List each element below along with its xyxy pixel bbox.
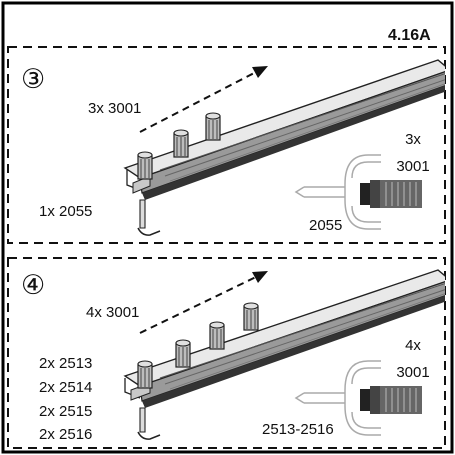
step-3-direction-arrow: [139, 66, 268, 133]
step-4-detail-qty: 4x: [405, 337, 421, 354]
step-3-detail-qty: 3x: [405, 131, 421, 148]
step-4-direction-arrow: [139, 271, 268, 334]
step-4-detail-part: 2513-2516: [262, 421, 334, 438]
step-3-number: ③: [21, 64, 46, 95]
step-3-knob-1: [137, 151, 153, 180]
step-4-knob-4: [243, 302, 259, 331]
step-4-panel-border: [7, 257, 446, 449]
step-3-rail: [123, 59, 445, 236]
step-4-knob-2: [175, 339, 191, 368]
step-3-detail-diagram: [294, 154, 422, 230]
step-3-knob-2: [173, 129, 189, 158]
step-4-rail-callout: 4x 3001: [86, 304, 140, 321]
step-4-knob-3: [209, 321, 225, 350]
step-4-rail-part: 2x 2516: [39, 426, 93, 443]
step-3-detail-code: 3001: [396, 158, 430, 175]
step-4-knob-1: [137, 360, 153, 389]
step-4-rail-part: 2x 2515: [39, 403, 93, 420]
step-3-rail-callout: 3x 3001: [88, 100, 142, 117]
step-3-panel-border: [7, 46, 446, 244]
step-3-rail-part: 1x 2055: [39, 203, 93, 220]
step-4-detail-code: 3001: [396, 364, 430, 381]
step-4-rail-part: 2x 2514: [39, 379, 93, 396]
step-3-detail-part: 2055: [309, 217, 343, 234]
step-4-rail-part: 2x 2513: [39, 355, 93, 372]
step-3-knob-3: [205, 112, 221, 141]
step-4-detail-diagram: [294, 360, 422, 436]
step-4-rail: [123, 269, 445, 440]
step-4-number: ④: [21, 270, 46, 301]
page-code: 4.16A: [388, 27, 431, 44]
